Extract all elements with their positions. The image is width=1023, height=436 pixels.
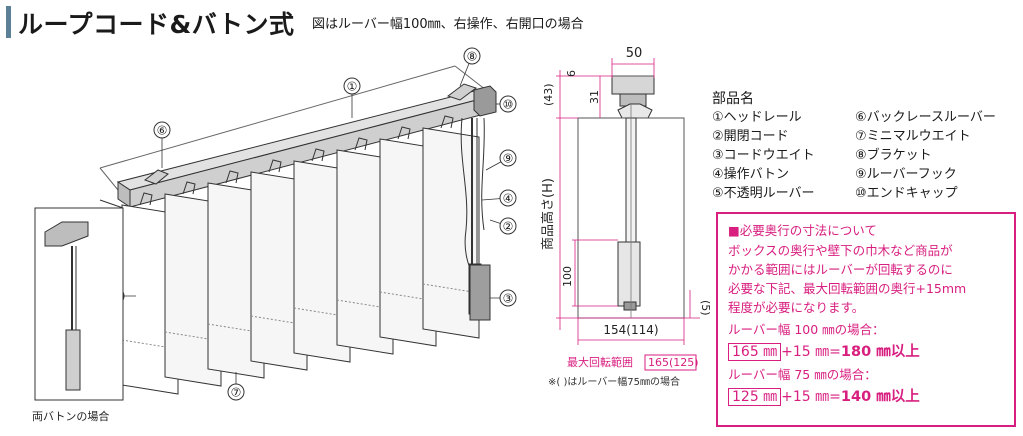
louver-hook [139,192,153,206]
callout-circle [343,77,361,95]
callout-label: ⑥ [157,124,168,138]
callout-label: ① [347,80,358,94]
note-body-line: 必要な下記、最大回転範囲の奥行+15mm [728,281,967,296]
part-item: ⑩エンドキャップ [855,186,958,201]
minimal-weight-line [293,307,351,318]
depth-note-box: ■必要奥行の寸法について ボックスの奥行や壁下の巾木など商品が かかる範囲にはル… [716,212,1016,427]
dim-31: 31 [588,90,601,104]
case1-result: 180 ㎜以上 [840,344,920,360]
dim-43: (43) [542,83,555,106]
callout-label: ③ [503,292,514,306]
part-item: ⑤不透明ルーバー [712,186,815,201]
part-item: ②開閉コード [712,129,789,144]
louver-hook [225,170,239,184]
part-item: ⑨ルーバーフック [855,167,957,182]
louver [207,182,265,379]
minimal-weight-line [336,299,394,310]
callout-circle [499,289,517,307]
section-footnote: ※( )はルーバー幅75㎜の場合 [548,375,680,388]
callout-circle [499,189,517,207]
dimension-lines [556,58,700,345]
note-case1-label: ルーバー幅 100 ㎜の場合： [728,322,885,337]
note-case2-formula: 125 ㎜+15 ㎜=140 ㎜以上 [728,385,920,406]
louver [164,193,222,387]
louver [293,160,351,363]
open-close-cord [460,117,485,273]
title-accent-bar [6,6,11,38]
page-subtitle: 図はルーバー幅100㎜、右操作、右開口の場合 [312,17,584,32]
callout-circle [499,149,517,167]
case1-box: 165 ㎜ [728,343,782,361]
head-rail [116,89,494,208]
louver-group [121,115,480,395]
callout-circle [227,383,245,401]
louver [250,171,308,371]
louver-hook [182,181,196,195]
rotation-range-label: 最大回転範囲 [567,355,633,369]
end-cap [473,85,497,117]
callout-label: ④ [503,192,514,206]
callout-circle [499,95,517,113]
minimal-weight-line [164,331,222,342]
case2-box: 125 ㎜ [728,388,782,406]
louver [379,138,437,347]
louver [336,149,394,355]
part-item: ①ヘッドレール [712,110,802,125]
louver-hook [268,159,282,173]
dim-5: (5) [699,300,712,316]
height-label: 商品高さ(H) [540,178,556,250]
parts-list-right: ⑥バックレースルーバー ⑦ミニマルウエイト ⑧ブラケット ⑨ルーバーフック ⑩エ… [855,106,996,201]
part-item: ⑧ブラケット [855,148,932,163]
louver-hook [311,148,325,162]
callout-label: ⑦ [231,386,242,400]
part-item: ③コードウエイト [712,148,815,163]
callout-circle [499,217,517,235]
louver-hook [440,115,454,129]
callout-label: ⑨ [503,152,514,166]
dim-top-width: 50 [626,46,643,61]
minimal-weight-line [422,283,480,294]
callout-label: ⑧ [467,50,478,64]
inset-double-baton [34,199,124,401]
minimal-weight-line [121,339,179,350]
callout-label: ⑩ [503,98,514,112]
minimal-weight-line [250,315,308,326]
dim-100: 100 [561,266,574,287]
inset-caption: 両バトンの場合 [32,409,109,423]
case2-plus: +15 ㎜= [781,389,841,405]
part-item: ⑦ミニマルウエイト [855,129,971,144]
louver-hook [397,126,411,140]
case1-plus: +15 ㎜= [781,344,841,360]
callout-label: ② [503,220,514,234]
bracket [143,83,478,185]
callout-circle [463,47,481,65]
callout-circle [153,121,171,139]
minimal-weight-line [379,291,437,302]
rotation-range-frame [644,354,697,371]
rotation-range-value: 165(125) [648,356,699,369]
note-body-line: 程度が必要になります。 [728,300,865,315]
louver-hook [354,137,368,151]
note-body-line: ボックスの奥行や壁下の巾木など商品が [728,243,953,258]
part-item: ⑥バックレースルーバー [855,110,996,125]
page-title: ループコード&バトン式 [18,10,295,39]
dim-bottom-width: 154(114) [603,323,658,337]
case2-result: 140 ㎜以上 [840,389,920,405]
minimal-weight-line [207,323,265,334]
part-item: ④操作バトン [712,167,790,182]
note-heading: ■必要奥行の寸法について [728,223,877,238]
note-body-line: かかる範囲にはルーバーが回転するのに [728,262,953,277]
section-view [577,75,685,319]
parts-list-left: ①ヘッドレール ②開閉コード ③コードウエイト ④操作バトン ⑤不透明ルーバー [712,106,815,201]
parts-title: 部品名 [712,91,754,107]
blind-illustration [99,65,497,395]
dim-6: 6 [565,70,578,77]
note-case1-formula: 165 ㎜+15 ㎜=180 ㎜以上 [728,340,920,361]
cord-weight [469,264,491,321]
note-case2-label: ルーバー幅 75 ㎜の場合： [728,367,877,382]
